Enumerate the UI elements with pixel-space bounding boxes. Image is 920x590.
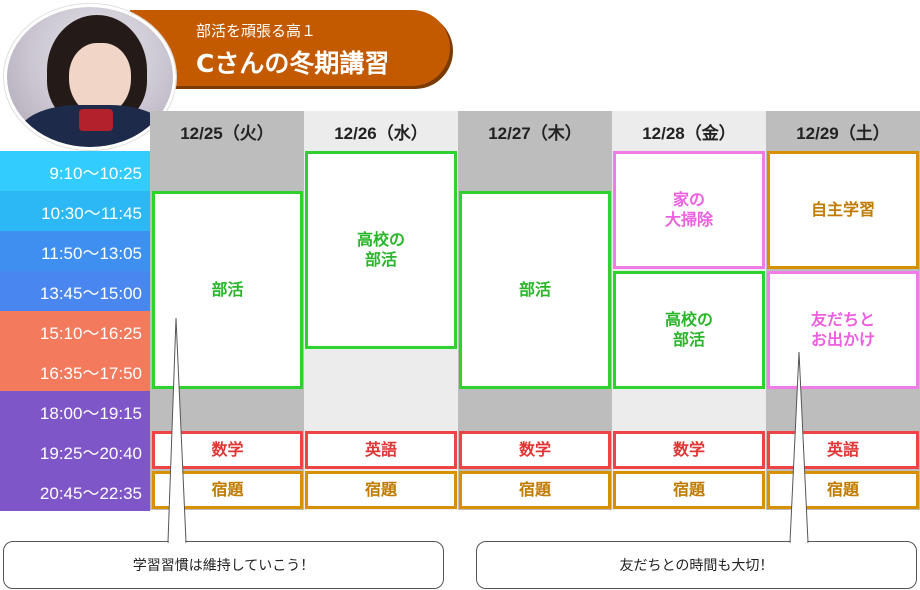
event-club: 部活 xyxy=(459,191,611,389)
time-slot: 19:25〜20:40 xyxy=(0,431,150,471)
time-slot: 15:10〜16:25 xyxy=(0,311,150,351)
callout-right: 友だちとの時間も大切！ xyxy=(476,541,917,589)
event-homework: 宿題 xyxy=(459,471,611,509)
time-slot: 13:45〜15:00 xyxy=(0,271,150,311)
title-badge xyxy=(130,10,450,86)
time-slot: 10:30〜11:45 xyxy=(0,191,150,231)
event-homework: 宿題 xyxy=(613,471,765,509)
event-self-study: 自主学習 xyxy=(767,151,919,269)
time-slot: 9:10〜10:25 xyxy=(0,151,150,191)
callout-pointer-right xyxy=(789,351,809,543)
header-subtitle: 部活を頑張る高１ xyxy=(196,22,317,40)
callout-pointer-left xyxy=(167,317,187,543)
callout-left: 学習習慣は維持していこう！ xyxy=(3,541,444,589)
time-slot: 11:50〜13:05 xyxy=(0,231,150,271)
time-slot: 20:45〜22:35 xyxy=(0,471,150,511)
event-outing-with-friends: 友だちと お出かけ xyxy=(767,271,919,389)
event-english: 英語 xyxy=(767,431,919,469)
day-header: 12/25（火） xyxy=(150,111,304,151)
event-school-club: 高校の 部活 xyxy=(613,271,765,389)
event-english: 英語 xyxy=(305,431,457,469)
day-header: 12/27（木） xyxy=(458,111,612,151)
event-house-cleaning: 家の 大掃除 xyxy=(613,151,765,269)
event-math: 数学 xyxy=(459,431,611,469)
header-title: Cさんの冬期講習 xyxy=(196,49,390,78)
event-math: 数学 xyxy=(613,431,765,469)
day-header: 12/26（水） xyxy=(304,111,458,151)
student-photo xyxy=(4,4,176,150)
event-school-club: 高校の 部活 xyxy=(305,151,457,349)
day-header: 12/29（土） xyxy=(766,111,920,151)
time-slot: 18:00〜19:15 xyxy=(0,391,150,431)
time-slot: 16:35〜17:50 xyxy=(0,351,150,391)
event-homework: 宿題 xyxy=(305,471,457,509)
day-header: 12/28（金） xyxy=(612,111,766,151)
